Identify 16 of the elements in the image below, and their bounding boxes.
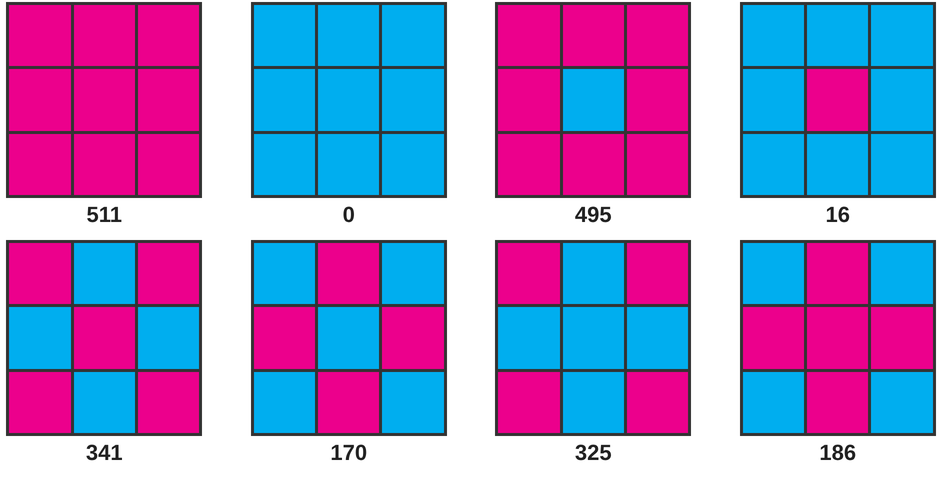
- number-label: 495: [574, 204, 612, 226]
- grid-drawing: [6, 240, 202, 436]
- number-label: 170: [330, 442, 368, 464]
- grid-drawing: [6, 2, 202, 198]
- number-label: 16: [826, 204, 850, 226]
- grid-drawing: [740, 2, 936, 198]
- grid-drawing: [740, 240, 936, 436]
- grid-drawing: [495, 2, 692, 198]
- grid-drawing: [250, 240, 447, 436]
- number-label: 0: [342, 204, 355, 226]
- number-label: 341: [86, 442, 123, 464]
- grid-drawing: [495, 240, 692, 436]
- number-label: 186: [819, 442, 856, 464]
- number-label: 511: [86, 204, 122, 226]
- grid-drawing: [250, 2, 447, 198]
- number-label: 325: [574, 442, 612, 464]
